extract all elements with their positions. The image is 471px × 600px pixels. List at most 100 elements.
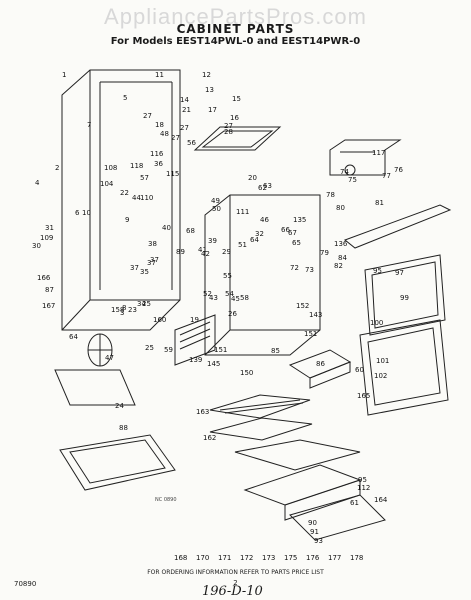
freezer-door: [364, 254, 446, 336]
part-callout-136: 136: [334, 240, 348, 248]
part-callout-82: 82: [334, 262, 343, 270]
part-callout-21: 21: [182, 106, 191, 114]
part-callout-75: 75: [348, 176, 357, 184]
part-callout-85: 85: [271, 347, 280, 355]
glass-shelf-50: [234, 439, 361, 471]
part-callout-104: 104: [100, 180, 114, 188]
part-callout-46: 46: [260, 216, 269, 224]
part-callout-79: 79: [320, 249, 329, 257]
door-trim-strip: [343, 204, 452, 249]
part-callout-74: 74: [340, 168, 349, 176]
shelf-173: [209, 394, 311, 419]
part-callout-87: 87: [45, 286, 54, 294]
part-callout-37: 37: [150, 256, 159, 264]
part-callout-18: 18: [155, 121, 164, 129]
ordering-note: FOR ORDERING INFORMATION REFER TO PARTS …: [147, 569, 324, 576]
part-callout-171: 171: [218, 554, 231, 562]
drain-pan: [59, 434, 176, 491]
part-callout-25: 25: [145, 344, 154, 352]
part-callout-10: 10: [82, 209, 91, 217]
page-number: 2: [233, 579, 238, 587]
part-callout-64: 64: [69, 333, 78, 341]
part-callout-112: 112: [357, 484, 370, 492]
part-callout-58: 58: [240, 294, 249, 302]
part-callout-27: 27: [180, 124, 189, 132]
part-callout-90: 90: [308, 519, 317, 527]
part-callout-14: 14: [180, 96, 189, 104]
part-callout-5: 5: [123, 94, 127, 102]
part-callout-150: 150: [240, 369, 253, 377]
part-callout-49: 49: [211, 197, 220, 205]
part-callout-34: 34: [137, 300, 146, 308]
part-callout-19: 19: [190, 316, 199, 324]
part-callout-17: 17: [208, 106, 217, 114]
part-callout-48: 48: [160, 130, 169, 138]
part-callout-60: 60: [355, 366, 364, 374]
part-callout-55: 55: [223, 272, 232, 280]
part-callout-89: 89: [176, 248, 185, 256]
part-callout-165: 165: [357, 392, 370, 400]
part-callout-64: 64: [250, 236, 259, 244]
part-callout-162: 162: [203, 434, 216, 442]
part-callout-68: 68: [186, 227, 195, 235]
part-callout-116: 116: [150, 150, 164, 158]
ice-tray: [288, 349, 352, 389]
part-callout-86: 86: [316, 360, 325, 368]
diagram-title: CABINET PARTS: [176, 22, 295, 36]
part-callout-139: 139: [189, 356, 202, 364]
part-callout-160: 160: [153, 316, 166, 324]
part-callout-1: 1: [62, 71, 66, 79]
part-callout-27: 27: [224, 122, 233, 130]
part-callout-67: 67: [288, 229, 297, 237]
part-callout-108: 108: [104, 164, 117, 172]
drawing-note: NC 0890: [155, 497, 177, 503]
part-callout-163: 163: [196, 408, 209, 416]
part-callout-31: 31: [45, 224, 54, 232]
part-callout-35: 35: [140, 268, 149, 276]
part-callout-41: 41: [198, 246, 207, 254]
part-callout-11: 11: [155, 71, 164, 79]
part-callout-168: 168: [174, 554, 187, 562]
part-callout-13: 13: [205, 86, 214, 94]
part-callout-88: 88: [119, 424, 128, 432]
part-callout-176: 176: [306, 554, 320, 562]
part-callout-9: 9: [125, 216, 129, 224]
part-callout-26: 26: [228, 310, 237, 318]
part-callout-101: 101: [376, 357, 389, 365]
watermark: AppliancePartsPros.com: [104, 4, 367, 29]
part-callout-2: 2: [55, 164, 59, 172]
top-tray: [193, 126, 282, 151]
part-callout-24: 24: [115, 402, 124, 410]
part-callout-52: 52: [203, 290, 212, 298]
part-callout-115: 115: [166, 170, 179, 178]
part-callout-178: 178: [350, 554, 363, 562]
part-callout-77: 77: [382, 172, 391, 180]
part-callout-27: 27: [171, 134, 180, 142]
part-callout-7: 7: [87, 121, 91, 129]
part-callout-102: 102: [374, 372, 387, 380]
part-callout-29: 29: [222, 248, 231, 256]
part-callout-61: 61: [350, 499, 359, 507]
part-callout-110: 110: [140, 194, 153, 202]
part-callout-42: 42: [201, 250, 210, 258]
inner-liner: [204, 194, 321, 356]
part-callout-28: 28: [224, 128, 233, 136]
part-callout-151: 151: [304, 330, 317, 338]
part-callout-84: 84: [338, 254, 347, 262]
part-callout-57: 57: [140, 174, 149, 182]
handwritten-code: 196-D-10: [202, 584, 263, 599]
part-callout-170: 170: [196, 554, 209, 562]
part-callout-135: 135: [293, 216, 306, 224]
part-callout-167: 167: [42, 302, 55, 310]
part-callout-117: 117: [372, 149, 385, 157]
part-callout-51: 51: [238, 241, 247, 249]
part-callout-172: 172: [240, 554, 253, 562]
part-callout-177: 177: [328, 554, 341, 562]
part-callout-166: 166: [37, 274, 51, 282]
part-callout-43: 43: [209, 294, 218, 302]
part-callout-80: 80: [336, 204, 345, 212]
fresh-food-door: [359, 319, 449, 416]
part-callout-36: 36: [154, 160, 163, 168]
